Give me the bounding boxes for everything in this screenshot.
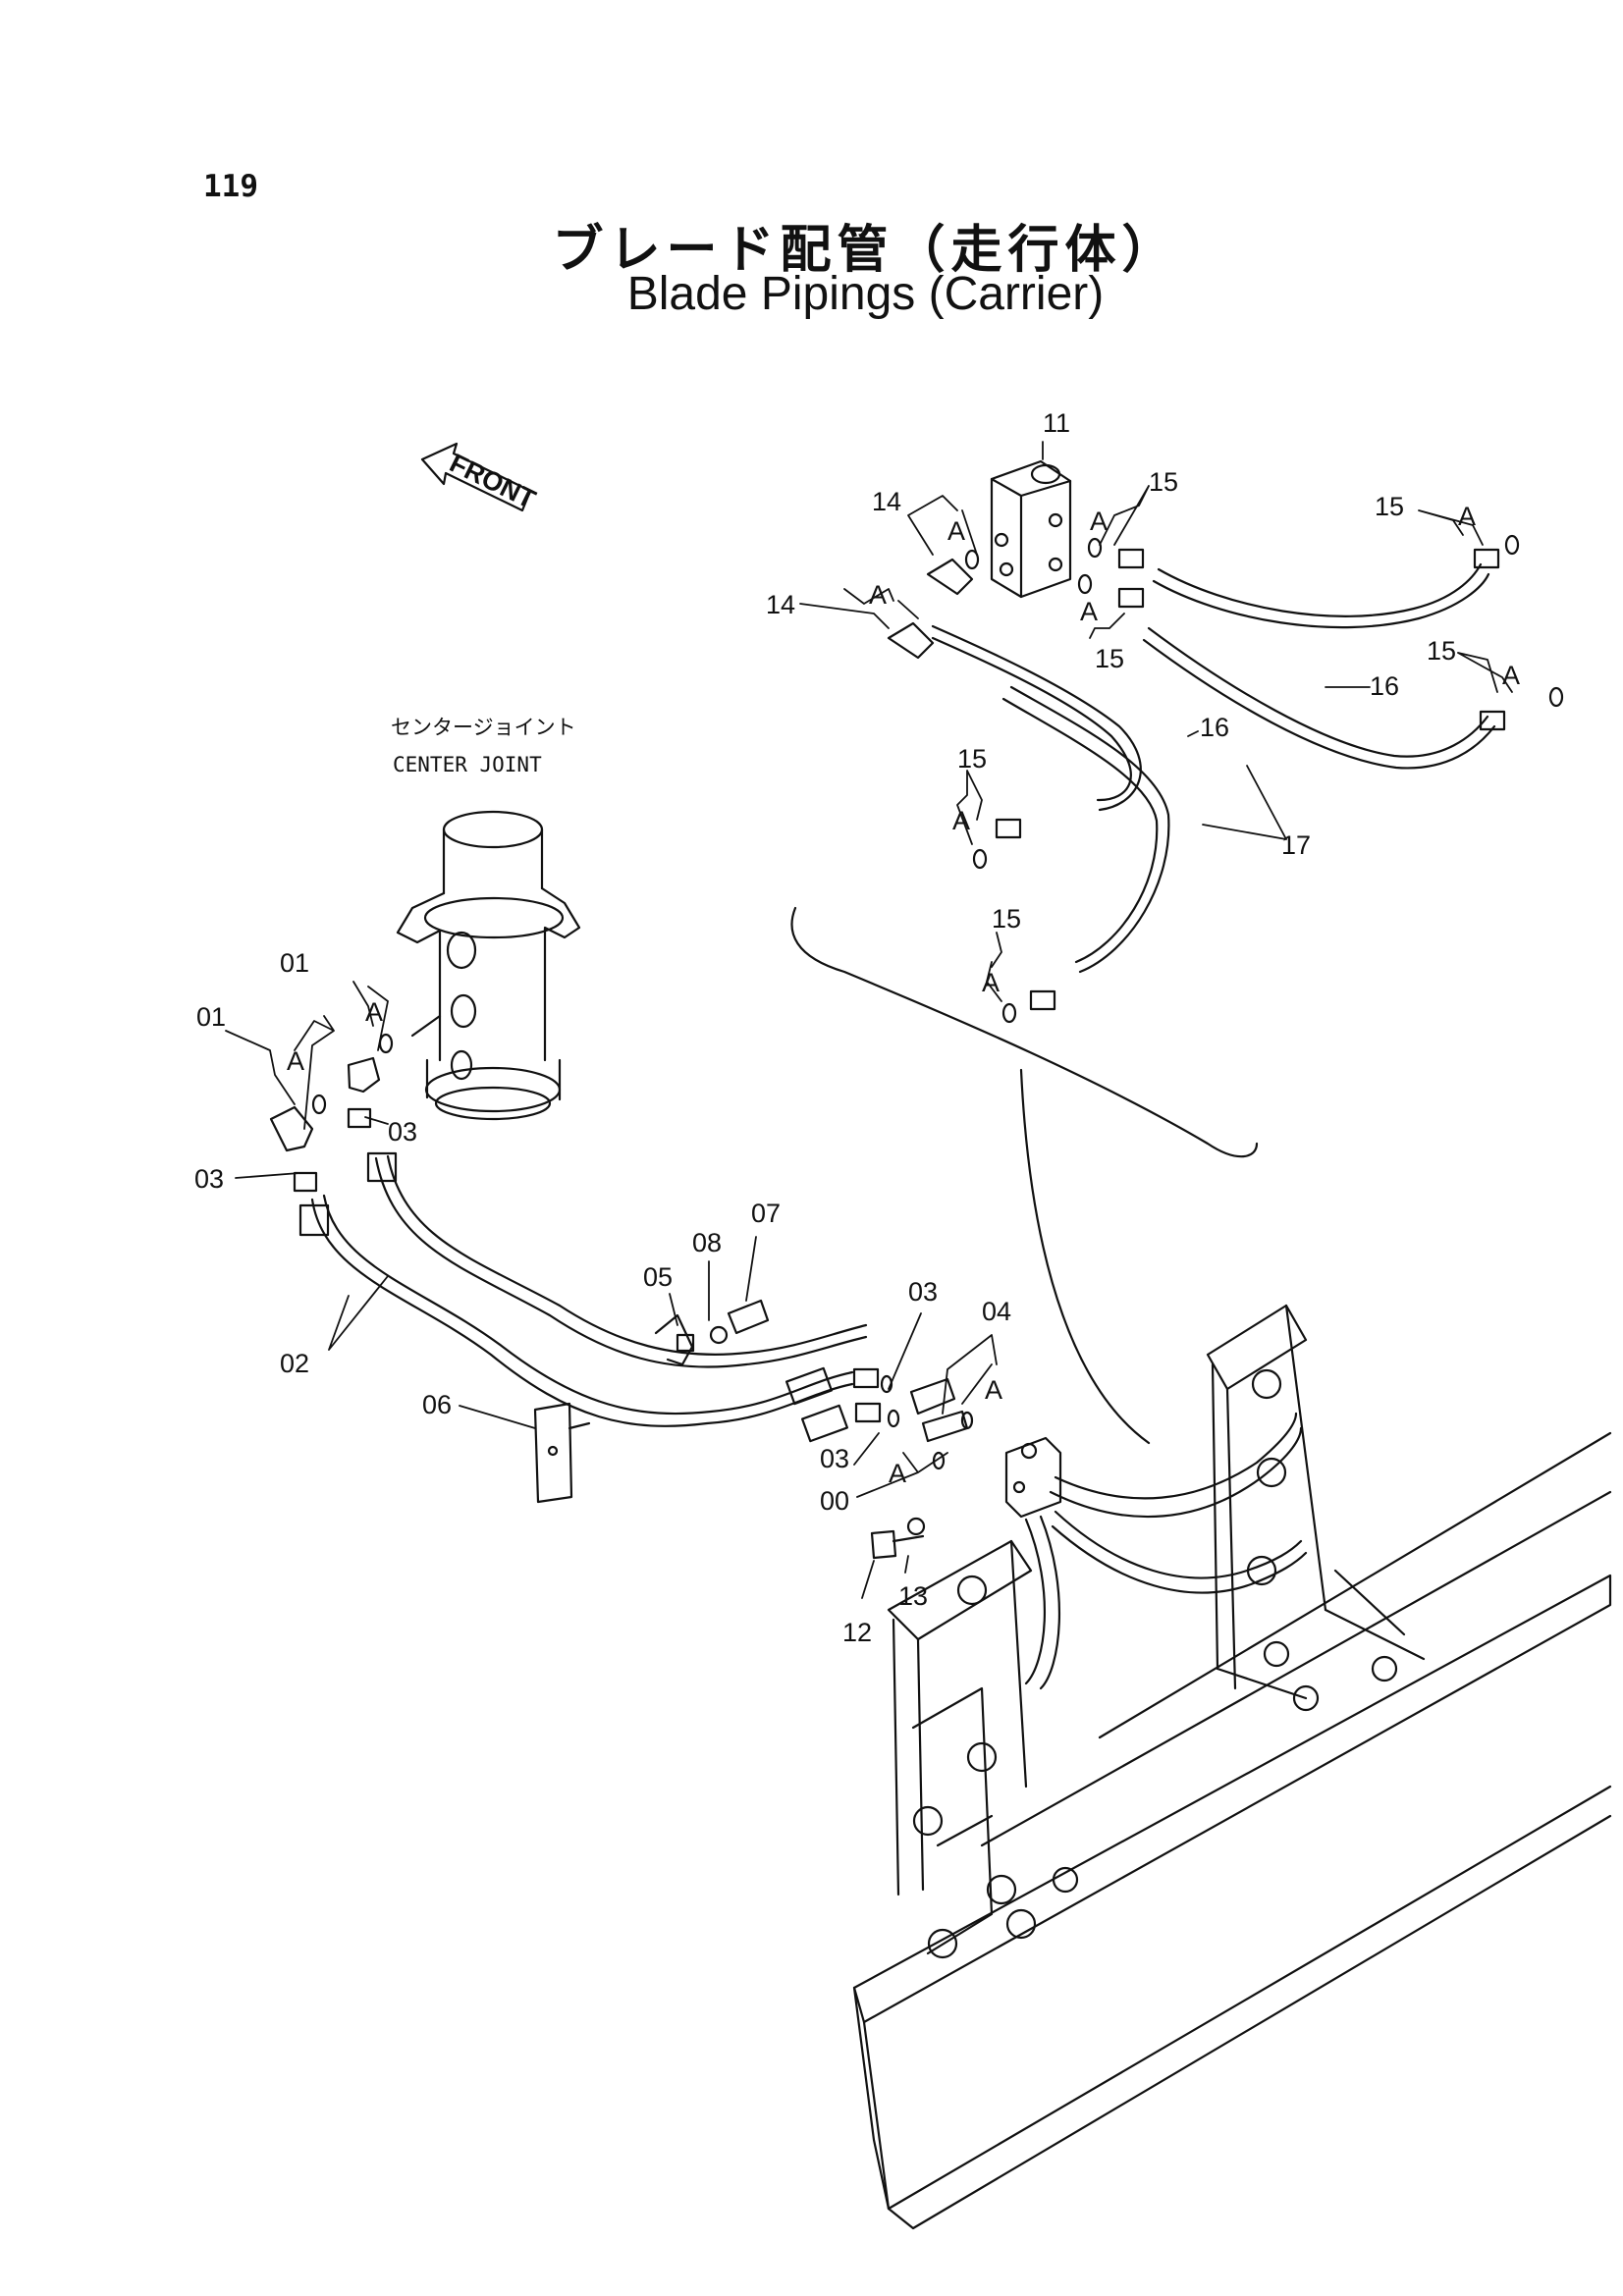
front-arrow-icon: FRONT [420,442,541,514]
callout-13: 13 [898,1581,928,1611]
callout-07: 07 [751,1199,781,1228]
o-ring-a-label: A [869,580,887,610]
callout-14-upper: 14 [872,487,901,516]
callout-06: 06 [422,1390,452,1419]
callout-03-right-top: 03 [908,1277,938,1307]
o-ring-a-label: A [1458,502,1476,531]
callout-11: 11 [1043,408,1070,438]
callout-15-right-top: 15 [1375,492,1404,521]
callout-15-mid: 15 [1095,644,1124,673]
center-joint-label-en: CENTER JOINT [393,753,542,776]
callout-12: 12 [842,1618,872,1647]
pipe-end-fittings [785,1366,974,1470]
leader-lines [225,441,1513,1599]
o-ring-a-label: A [1090,507,1108,536]
hoses-upper [931,562,1496,974]
center-joint-body [396,810,581,1121]
o-ring-a-label: A [985,1375,1002,1405]
clamp-and-bracket [533,1299,926,1560]
callout-03-joint: 03 [388,1117,417,1147]
callout-15-left: 15 [957,744,987,774]
callout-03-right-bottom: 03 [820,1444,849,1473]
callout-15-top: 15 [1149,467,1178,497]
callout-03-left: 03 [194,1164,224,1194]
callout-16-left: 16 [1200,713,1229,742]
o-ring-a-label: A [1502,661,1520,690]
callout-08: 08 [692,1228,722,1257]
hoses-lower [1024,1412,1308,1690]
carrier-frame-outline [790,906,1259,1158]
frame-edge-line [1019,1068,1151,1445]
o-ring-a-label: A [287,1046,304,1076]
callout-15-bottom: 15 [992,904,1021,934]
callout-14-lower: 14 [766,590,795,619]
blade-lift-frame [887,1304,1426,1959]
valve-block-upper [990,459,1072,599]
o-ring-a-label: A [889,1459,906,1488]
o-ring-a-label: A [365,997,383,1027]
callout-05: 05 [643,1262,673,1292]
page-title-english: Blade Pipings (Carrier) [626,268,1105,320]
o-ring-a-label: A [1080,597,1098,626]
callout-15-right-lower: 15 [1427,636,1456,666]
callout-04: 04 [982,1297,1011,1326]
front-arrow-label: FRONT [445,448,540,514]
callout-17: 17 [1281,830,1311,860]
callout-00: 00 [820,1486,849,1516]
blade-pipes [310,1154,868,1427]
upper-fittings [887,534,1564,1024]
callout-16-right: 16 [1370,671,1399,701]
callout-02: 02 [280,1349,309,1378]
elbow-fittings [269,1014,442,1237]
page-number: 119 [203,169,258,204]
o-ring-a-label: A [947,516,965,546]
dozer-blade [852,1431,1612,2230]
o-ring-a-label: A [952,806,970,835]
valve-block-lower [1004,1436,1062,1519]
center-joint-label-jp: センタージョイント [391,716,576,739]
callout-01-right: 01 [280,948,309,978]
callout-01-left: 01 [196,1002,226,1032]
o-ring-a-label: A [982,968,1000,997]
page-title-japanese: ブレード配管（走行体） [552,222,1179,279]
